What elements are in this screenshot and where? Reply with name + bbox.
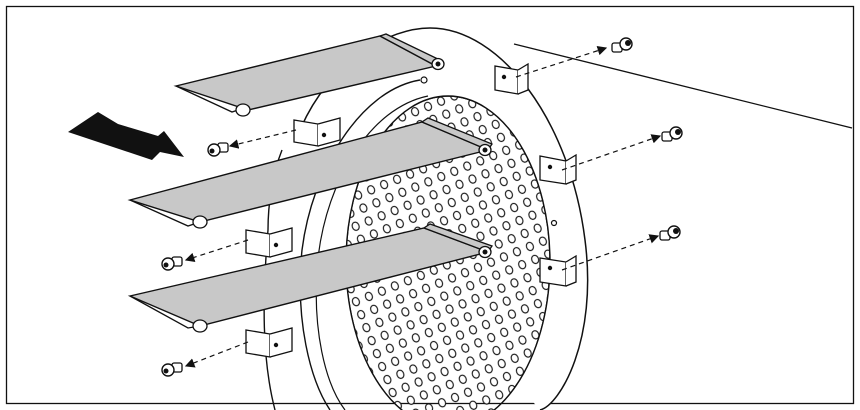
mounting-tab-right-3 (539, 254, 577, 287)
housing-edge-line (513, 43, 853, 129)
direction-arrow (68, 112, 184, 160)
screw-right-2 (661, 126, 683, 142)
ring-hole (420, 76, 428, 84)
mounting-tab-right-2 (539, 153, 577, 185)
screw-right-1 (611, 37, 633, 53)
mounting-tab-right-1 (494, 62, 529, 95)
ring-hole (550, 219, 558, 227)
mounting-tab-left-3 (245, 327, 293, 358)
mounting-tab-left-2 (245, 227, 293, 258)
bracket-3 (127, 223, 494, 333)
screw-left-3 (161, 362, 183, 377)
bracket-1 (173, 33, 445, 117)
screw-left-2 (161, 256, 183, 271)
screw-left-1 (207, 142, 229, 157)
leader-lines (184, 46, 662, 368)
mounting-tab-left-1 (293, 117, 341, 147)
bracket-2 (127, 117, 493, 229)
screw-right-3 (659, 225, 681, 241)
